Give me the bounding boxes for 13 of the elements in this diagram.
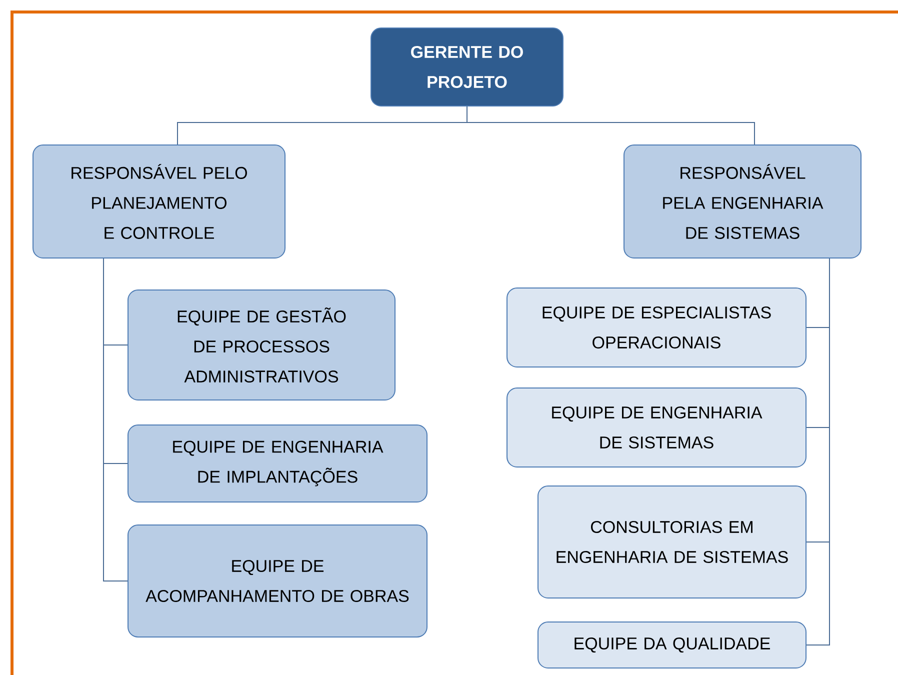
role-box: RESPONSÁVEL PELO PLANEJAMENTO E CONTROLE bbox=[32, 144, 286, 258]
team-box: EQUIPE DE ENGENHARIA DE SISTEMAS bbox=[506, 388, 806, 468]
connector-line bbox=[806, 258, 830, 646]
role-box: RESPONSÁVEL PELA ENGENHARIA DE SISTEMAS bbox=[624, 144, 862, 258]
team-box: EQUIPE DA QUALIDADE bbox=[538, 622, 806, 668]
connector-line bbox=[466, 106, 755, 145]
team-box: EQUIPE DE ENGENHARIA DE IMPLANTAÇÕES bbox=[128, 424, 428, 502]
team-box: CONSULTORIAS EM ENGENHARIA DE SISTEMAS bbox=[538, 486, 806, 598]
connector-line bbox=[103, 258, 128, 582]
team-box: EQUIPE DE ESPECIALISTAS OPERACIONAIS bbox=[506, 288, 806, 368]
team-box: EQUIPE DE GESTÃO DE PROCESSOS ADMINISTRATIVOS bbox=[128, 290, 396, 400]
team-box: EQUIPE DE ACOMPANHAMENTO DE OBRAS bbox=[128, 524, 428, 638]
manager-box: GERENTE DO PROJETO bbox=[370, 28, 564, 106]
